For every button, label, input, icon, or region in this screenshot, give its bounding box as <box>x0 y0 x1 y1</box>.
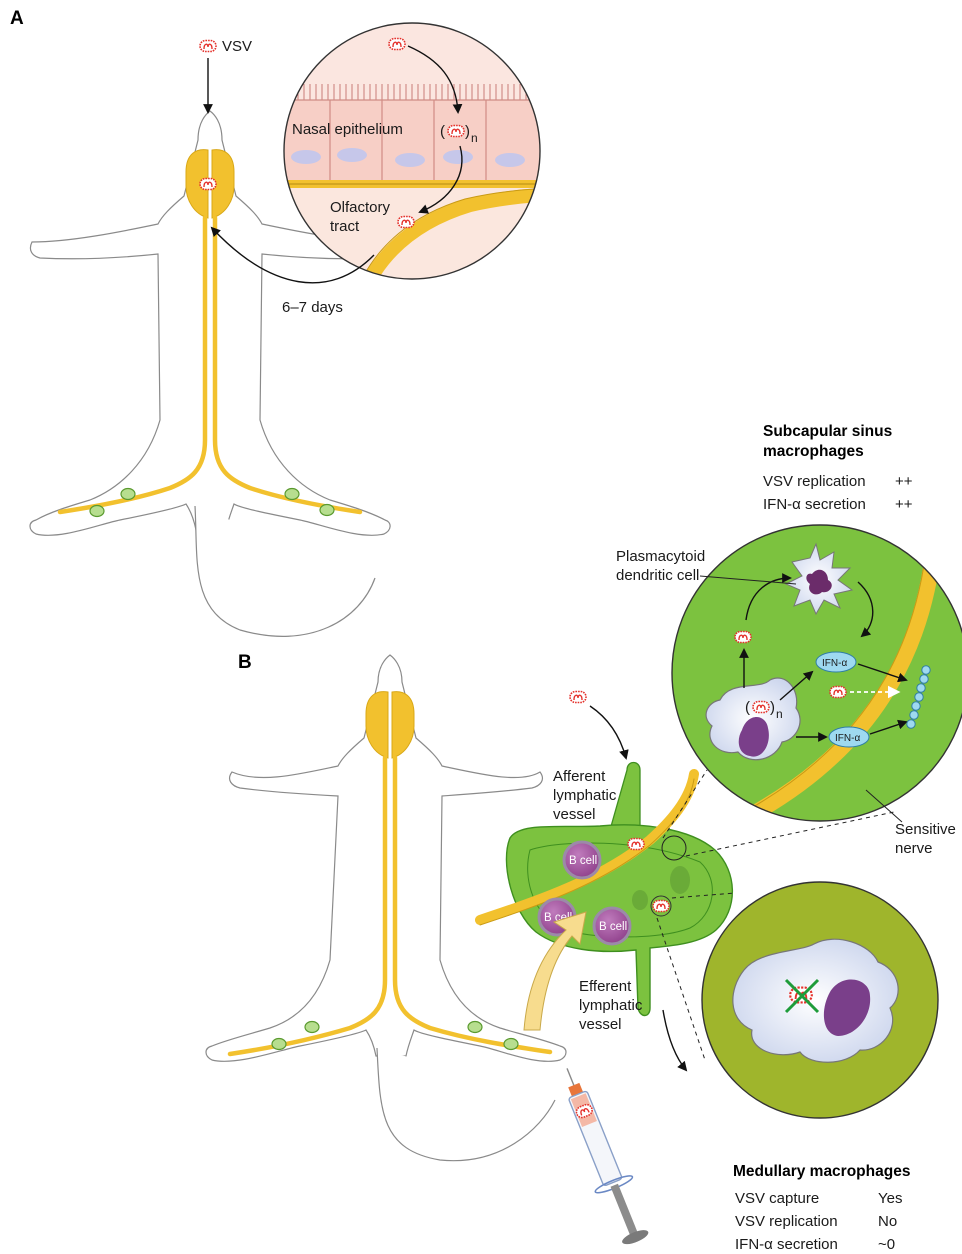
nerve-label-1: Sensitive <box>895 821 956 838</box>
subcapsular-legend: Subcapular sinus macrophages VSV replica… <box>763 423 913 513</box>
subcapsular-row-value-1: ++ <box>895 473 913 490</box>
medullary-row-value-1: Yes <box>878 1190 902 1207</box>
efferent-label-3: vessel <box>579 1016 622 1033</box>
replication-paren-open: ( <box>440 123 445 140</box>
vsv-particle-top <box>200 41 216 52</box>
vsv-label: VSV <box>222 38 252 55</box>
medullary-row-label-1: VSV capture <box>735 1190 819 1207</box>
subcapsular-title-2: macrophages <box>763 443 864 460</box>
vsv-blocked <box>830 687 846 698</box>
afferent-label-2: lymphatic <box>553 787 617 804</box>
time-label: 6–7 days <box>282 299 343 316</box>
vsv-particle-inset <box>389 39 405 50</box>
efferent-arrow <box>663 1010 686 1070</box>
subcapsular-inset: ( ) n IFN-α IFN-α <box>660 517 962 836</box>
syringe <box>548 1061 655 1249</box>
olfactory-label-2: tract <box>330 218 360 235</box>
vsv-node-2 <box>653 901 669 912</box>
subcapsular-row-value-2: ++ <box>895 496 913 513</box>
replication-subscript: n <box>471 131 478 145</box>
replication-subscript-b: n <box>776 707 783 721</box>
afferent-arrow <box>590 706 626 758</box>
ifn-alpha-label-1: IFN-α <box>822 658 847 669</box>
medullary-legend: Medullary macrophages VSV capture Yes VS… <box>733 1163 910 1253</box>
medullary-title: Medullary macrophages <box>733 1163 910 1180</box>
vsv-replicating-macrophage <box>753 702 769 713</box>
medullary-row-value-2: No <box>878 1213 897 1230</box>
panel-b-label: B <box>238 652 252 673</box>
panel-a-label: A <box>10 8 24 29</box>
medullary-inset <box>702 882 938 1118</box>
replication-paren-open-b: ( <box>745 699 750 716</box>
nasal-epithelium-label: Nasal epithelium <box>292 121 403 138</box>
olfactory-label-1: Olfactory <box>330 199 391 216</box>
pdc-label-2: dendritic cell <box>616 567 699 584</box>
nerve-label-2: nerve <box>895 840 933 857</box>
subcapsular-row-label-1: VSV replication <box>763 473 866 490</box>
b-cell-label-3: B cell <box>599 921 627 933</box>
vsv-replicating-nasal <box>448 126 464 137</box>
vsv-node-1 <box>628 839 644 850</box>
medullary-row-value-3: ~0 <box>878 1236 895 1253</box>
ifn-alpha-label-2: IFN-α <box>835 733 860 744</box>
vsv-particle-nose <box>200 179 216 190</box>
b-cell-label-1: B cell <box>569 855 597 867</box>
replication-paren-close: ) <box>465 123 470 140</box>
vsv-released <box>735 632 751 643</box>
medullary-row-label-2: VSV replication <box>735 1213 838 1230</box>
afferent-label-3: vessel <box>553 806 596 823</box>
vsv-particle-tract <box>398 217 414 228</box>
afferent-label-1: Afferent <box>553 768 606 785</box>
vsv-particle-b <box>570 692 586 703</box>
efferent-label-2: lymphatic <box>579 997 643 1014</box>
pdc-label-1: Plasmacytoid <box>616 548 705 565</box>
efferent-label-1: Efferent <box>579 978 632 995</box>
subcapsular-title-1: Subcapular sinus <box>763 423 892 440</box>
medullary-row-label-3: IFN-α secretion <box>735 1236 838 1253</box>
replication-paren-close-b: ) <box>770 699 775 716</box>
subcapsular-row-label-2: IFN-α secretion <box>763 496 866 513</box>
